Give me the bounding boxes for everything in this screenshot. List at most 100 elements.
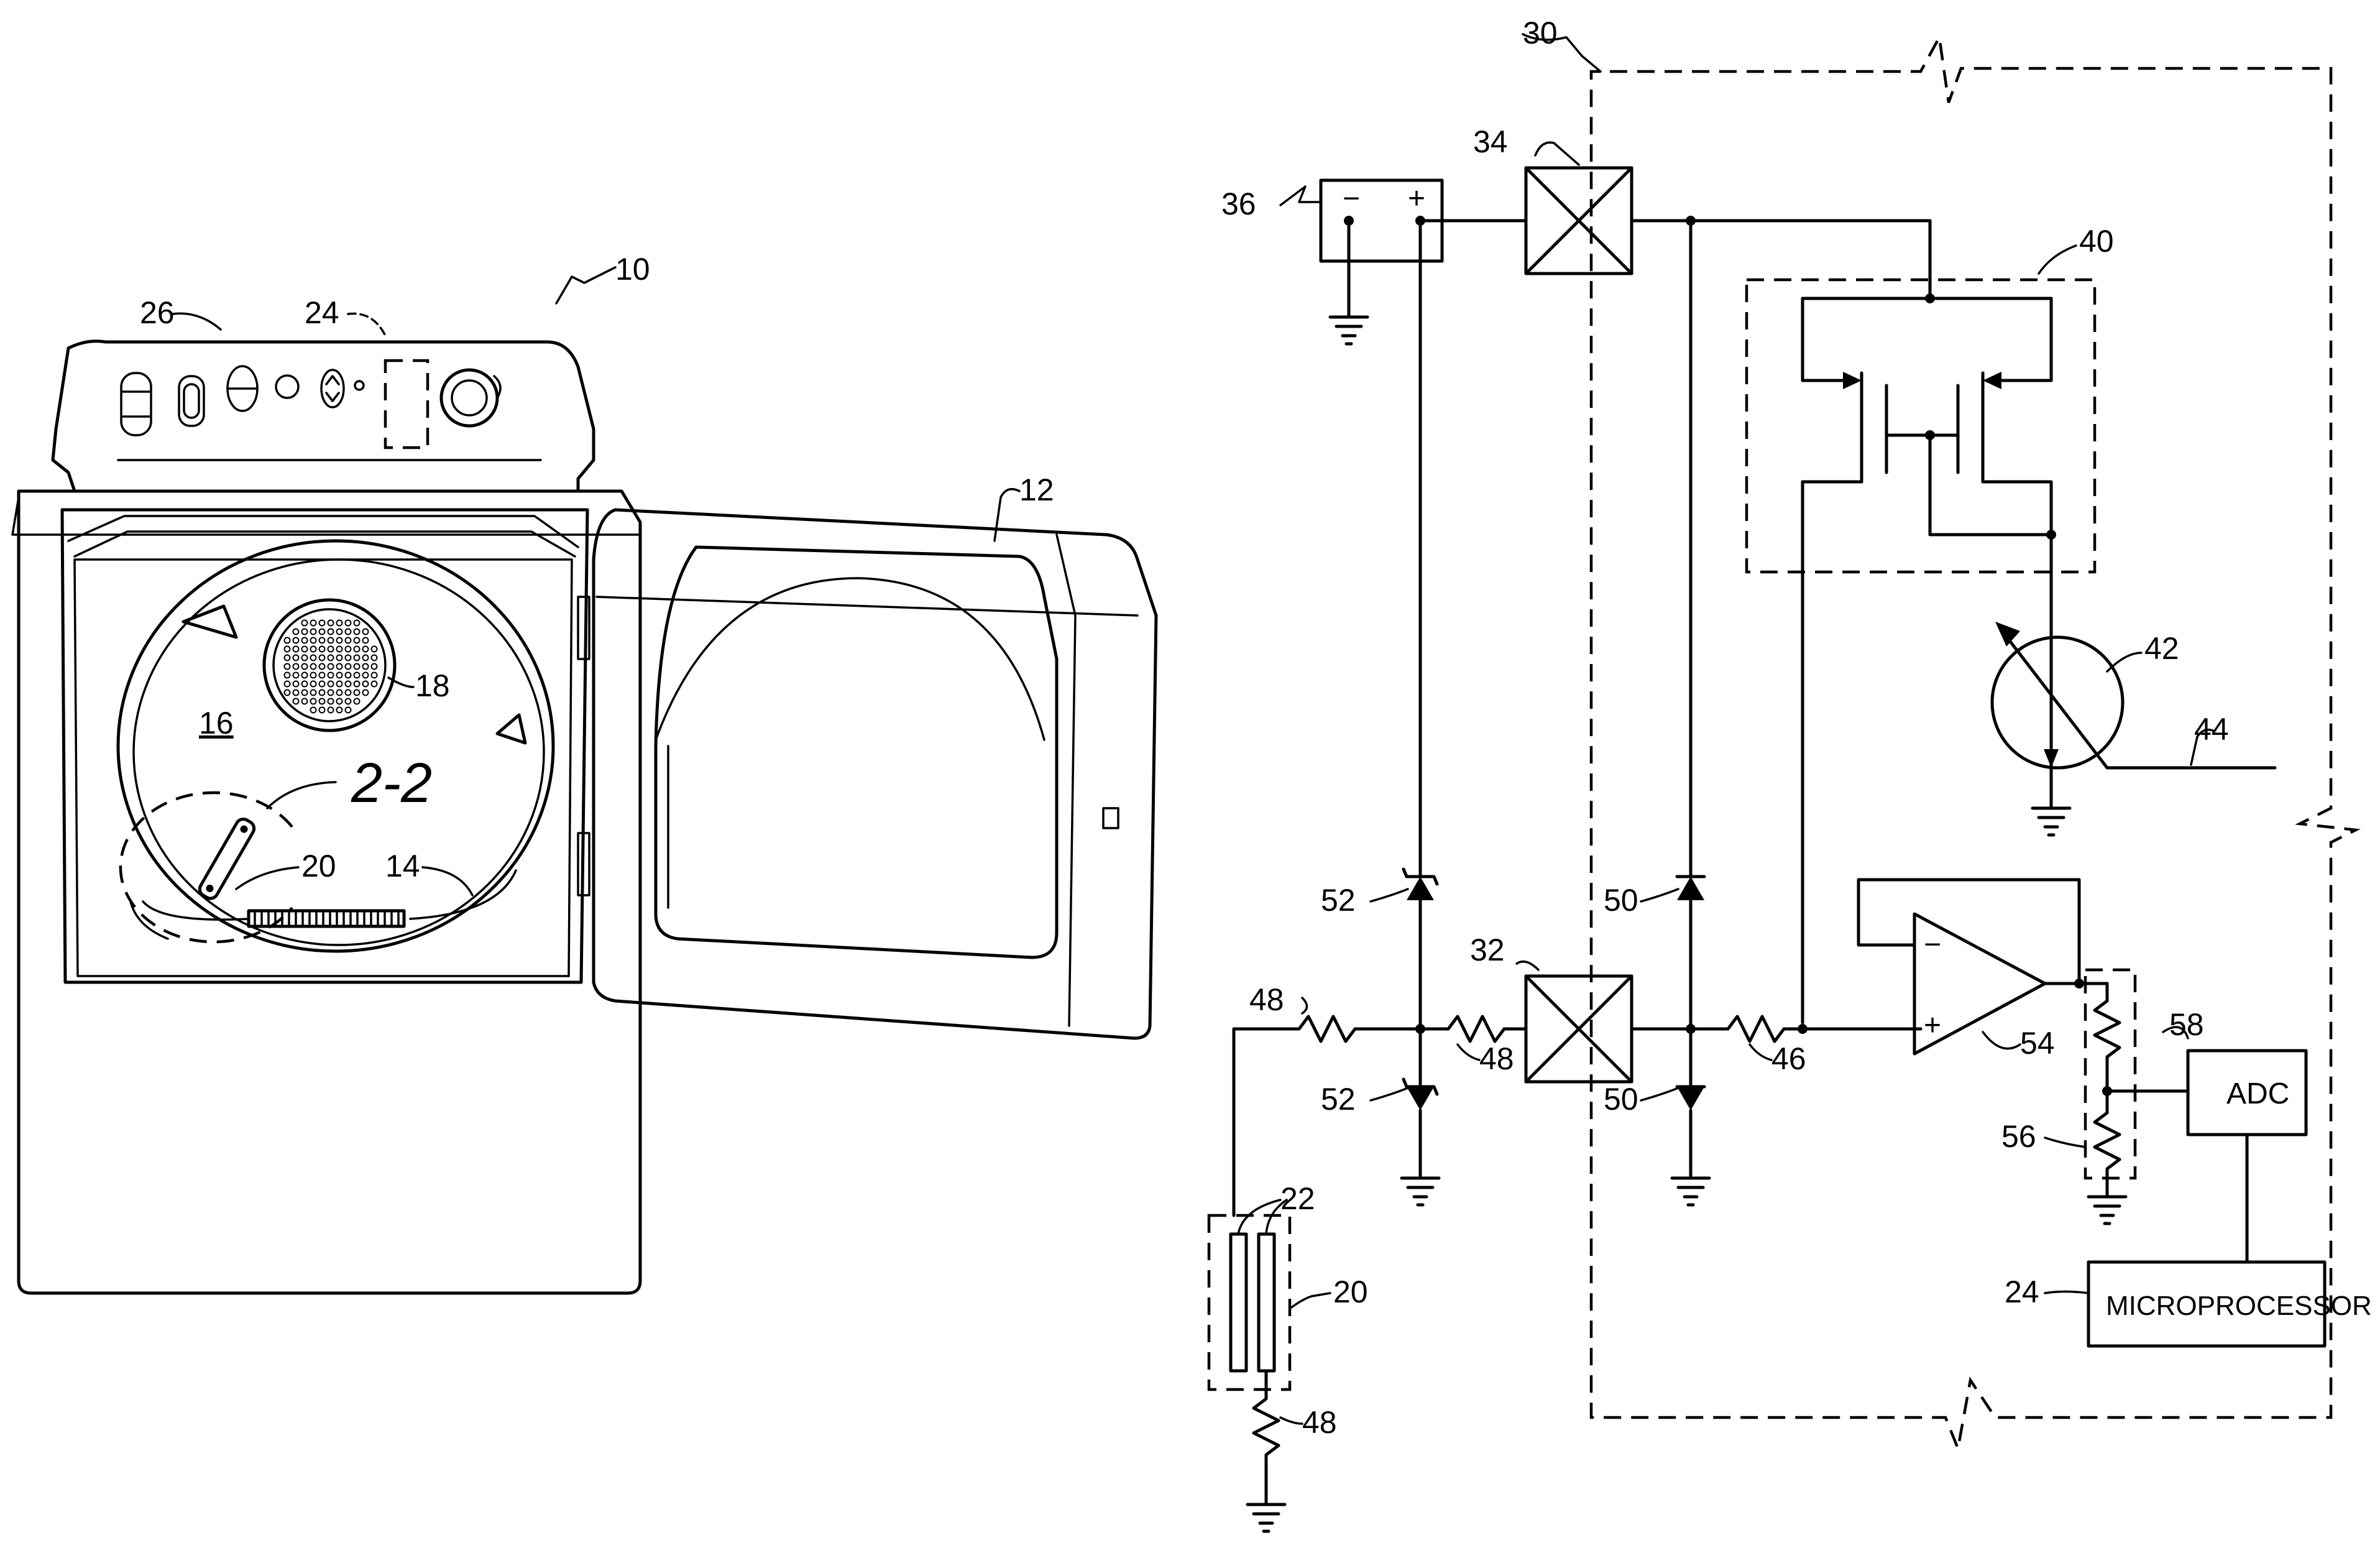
junction <box>1798 1024 1808 1034</box>
resistor-lower <box>2095 1091 2120 1197</box>
vent-hole <box>293 673 299 678</box>
vent-hole <box>363 681 369 687</box>
vent-hole <box>346 638 351 643</box>
vent-hole <box>311 655 316 661</box>
leader-56 <box>2045 1138 2085 1147</box>
vent-hole <box>293 690 299 696</box>
ground-icon <box>2088 1197 2126 1224</box>
vent-hole <box>328 673 334 678</box>
vent-hole <box>319 629 325 635</box>
rim-lower-right <box>410 870 516 919</box>
vent-hole <box>337 690 342 696</box>
vent-hole <box>354 620 360 626</box>
cabinet-body <box>19 491 640 1293</box>
battery-minus: − <box>1343 182 1360 215</box>
meter-needle <box>2005 634 2107 768</box>
controller-location <box>385 361 428 448</box>
vent-hole <box>372 673 377 678</box>
vent-hole <box>346 655 351 661</box>
junction <box>2074 979 2084 988</box>
electrode-right <box>1259 1234 1274 1371</box>
vent-hole <box>302 620 308 626</box>
label-50-top: 50 <box>1604 883 1638 918</box>
vent-hole <box>319 620 325 626</box>
leader-34 <box>1535 142 1579 165</box>
lint-grate-slots <box>255 913 398 924</box>
vent-hole <box>302 647 308 652</box>
label-26: 26 <box>140 295 175 330</box>
adc-label: ADC <box>2226 1077 2289 1110</box>
vent-hole <box>285 664 290 670</box>
label-16: 16 <box>199 706 234 740</box>
leader-24r <box>2045 1292 2088 1294</box>
microprocessor-label: MICROPROCESSOR <box>2106 1291 2372 1321</box>
door-window-inner <box>656 578 1044 740</box>
leader-20r <box>1290 1293 1330 1309</box>
sensor-bar <box>197 816 257 901</box>
vent-hole <box>354 664 360 670</box>
vent-hole <box>346 629 351 635</box>
vent-hole <box>285 681 290 687</box>
vent-dots <box>285 620 377 713</box>
vent-hole <box>319 647 325 652</box>
vent-hole <box>311 690 316 696</box>
ground-icon <box>1330 317 1367 344</box>
vent-hole <box>363 638 369 643</box>
door-latch <box>1103 808 1118 828</box>
label-32: 32 <box>1470 933 1505 967</box>
vent-hole <box>354 699 360 704</box>
door-edge <box>597 597 1137 615</box>
leader-24 <box>348 313 385 336</box>
label-22: 22 <box>1280 1181 1315 1216</box>
vent-hole <box>293 629 299 635</box>
vent-hole <box>311 620 316 626</box>
vent-hole <box>293 655 299 661</box>
indicator-icon <box>276 376 298 398</box>
button-detail <box>184 384 199 418</box>
label-10: 10 <box>615 252 650 287</box>
door-window <box>656 547 1057 957</box>
leader-52b <box>1371 1088 1408 1100</box>
label-44: 44 <box>2194 712 2229 747</box>
electrode-left <box>1231 1234 1246 1371</box>
vent-hole <box>328 638 334 643</box>
vent-hole <box>337 673 342 678</box>
vent-hole <box>302 690 308 696</box>
label-24: 24 <box>305 295 339 330</box>
vent-hole <box>285 690 290 696</box>
vent-hole <box>346 707 351 713</box>
diode-top <box>1677 877 1704 900</box>
resistor-46 <box>1728 1016 1784 1041</box>
vent-hole <box>285 655 290 661</box>
ground-icon <box>1402 1178 1439 1205</box>
vent-hole <box>354 673 360 678</box>
leader-50a <box>1641 889 1678 901</box>
resistor-48b <box>1448 1016 1504 1041</box>
timer-knob-detail <box>452 380 487 415</box>
sensor-box <box>1209 1215 1290 1389</box>
leader-2-2 <box>267 782 336 808</box>
label-48-c: 48 <box>1302 1405 1337 1440</box>
baffle-right <box>497 715 525 743</box>
vent-hole <box>319 707 325 713</box>
vent-hole <box>328 699 334 704</box>
arrow-head <box>1983 372 2001 389</box>
opamp-plus: + <box>1924 1009 1941 1042</box>
vent-hole <box>363 664 369 670</box>
vent-hole <box>328 681 334 687</box>
vent-hole <box>354 629 360 635</box>
label-56: 56 <box>2001 1119 2036 1154</box>
vent-hole <box>346 664 351 670</box>
leader-12 <box>995 489 1019 541</box>
label-46: 46 <box>1771 1041 1806 1076</box>
vent-hole <box>346 699 351 704</box>
arrow-head <box>1843 372 1862 389</box>
wire <box>1983 482 2051 535</box>
vent-hole <box>354 638 360 643</box>
label-18: 18 <box>415 668 450 703</box>
leader-48a <box>1302 998 1307 1013</box>
vent-hole <box>337 647 342 652</box>
switch-lower <box>1526 976 1632 1082</box>
vent-hole <box>302 681 308 687</box>
